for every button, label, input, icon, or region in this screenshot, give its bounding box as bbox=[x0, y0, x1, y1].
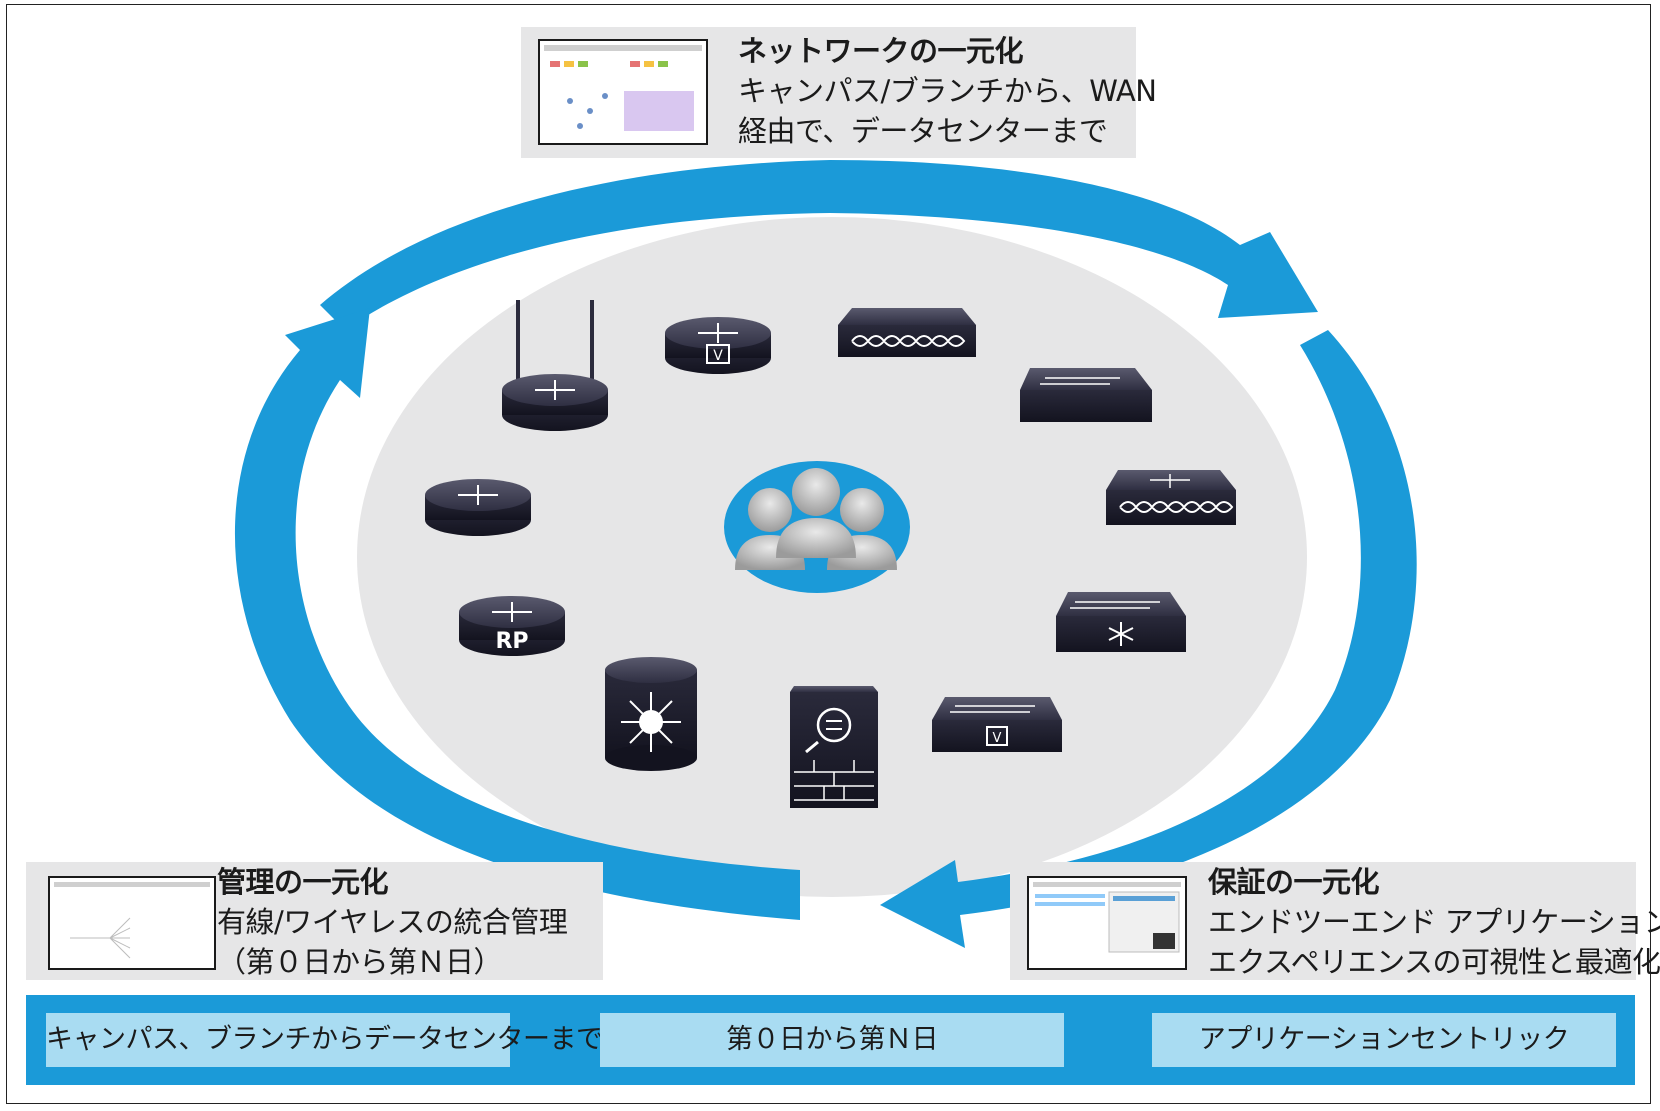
virtual-router-icon: V bbox=[665, 317, 771, 374]
virtual-switch-label: V bbox=[993, 731, 1002, 746]
dashboard-preview-icon bbox=[544, 45, 702, 131]
topology-preview-icon bbox=[54, 882, 210, 959]
layer2-switch-icon bbox=[1020, 368, 1152, 422]
core-switch-icon bbox=[605, 657, 697, 771]
management-callout-text: 管理の一元化 有線/ワイヤレスの統合管理 （第０日から第Ｎ日） bbox=[217, 862, 568, 982]
arrow-right bbox=[880, 330, 1417, 948]
assurance-thumbnail bbox=[1027, 876, 1187, 970]
callout-management: 管理の一元化 有線/ワイヤレスの統合管理 （第０日から第Ｎ日） bbox=[26, 862, 603, 980]
wan-optimizer-icon bbox=[838, 308, 976, 357]
users-group-icon bbox=[724, 461, 910, 593]
fabric-switch-icon bbox=[1056, 592, 1186, 652]
multilayer-switch-icon bbox=[1106, 470, 1236, 525]
assurance-preview-icon bbox=[1033, 882, 1181, 953]
callout-assurance: 保証の一元化 エンドツーエンド アプリケーション エクスペリエンスの可視性と最適… bbox=[1010, 862, 1660, 980]
assurance-line2: エクスペリエンスの可視性と最適化 bbox=[1208, 945, 1660, 979]
virtual-label: V bbox=[713, 348, 723, 364]
bar-day0-to-dayn: 第０日から第Ｎ日 bbox=[600, 1013, 1064, 1067]
callout-network: ネットワークの一元化 キャンパス/ブランチから、WAN 経由で、データセンターま… bbox=[521, 27, 1157, 158]
network-callout-text: ネットワークの一元化 キャンパス/ブランチから、WAN 経由で、データセンターま… bbox=[738, 31, 1157, 151]
arrow-top bbox=[320, 160, 1318, 330]
management-thumbnail bbox=[48, 876, 216, 970]
cycle-arrows bbox=[234, 160, 1417, 948]
assurance-callout-text: 保証の一元化 エンドツーエンド アプリケーション エクスペリエンスの可視性と最適… bbox=[1208, 862, 1660, 982]
bar-application-centric: アプリケーションセントリック bbox=[1152, 1013, 1616, 1067]
arrow-left bbox=[234, 308, 800, 920]
assurance-line1: エンドツーエンド アプリケーション bbox=[1208, 905, 1660, 939]
network-dashboard-thumbnail bbox=[538, 39, 708, 145]
management-title: 管理の一元化 bbox=[217, 865, 389, 899]
bottom-bar: キャンパス、ブランチからデータセンターまで 第０日から第Ｎ日 アプリケーションセ… bbox=[26, 995, 1635, 1085]
network-line1: キャンパス/ブランチから、WAN bbox=[738, 74, 1157, 108]
assurance-title: 保証の一元化 bbox=[1208, 865, 1380, 899]
network-title: ネットワークの一元化 bbox=[738, 34, 1024, 68]
virtual-switch-icon: V bbox=[932, 697, 1062, 752]
router-icon bbox=[425, 479, 531, 536]
firewall-icon bbox=[790, 686, 878, 808]
bar-campus-to-datacenter: キャンパス、ブランチからデータセンターまで bbox=[46, 1013, 603, 1067]
network-line2: 経由で、データセンターまで bbox=[738, 114, 1108, 148]
wireless-router-icon bbox=[502, 300, 608, 431]
management-line1: 有線/ワイヤレスの統合管理 bbox=[217, 905, 568, 939]
rp-router-icon: RP bbox=[459, 596, 565, 656]
management-line2: （第０日から第Ｎ日） bbox=[217, 945, 503, 979]
rp-label: RP bbox=[495, 629, 528, 654]
